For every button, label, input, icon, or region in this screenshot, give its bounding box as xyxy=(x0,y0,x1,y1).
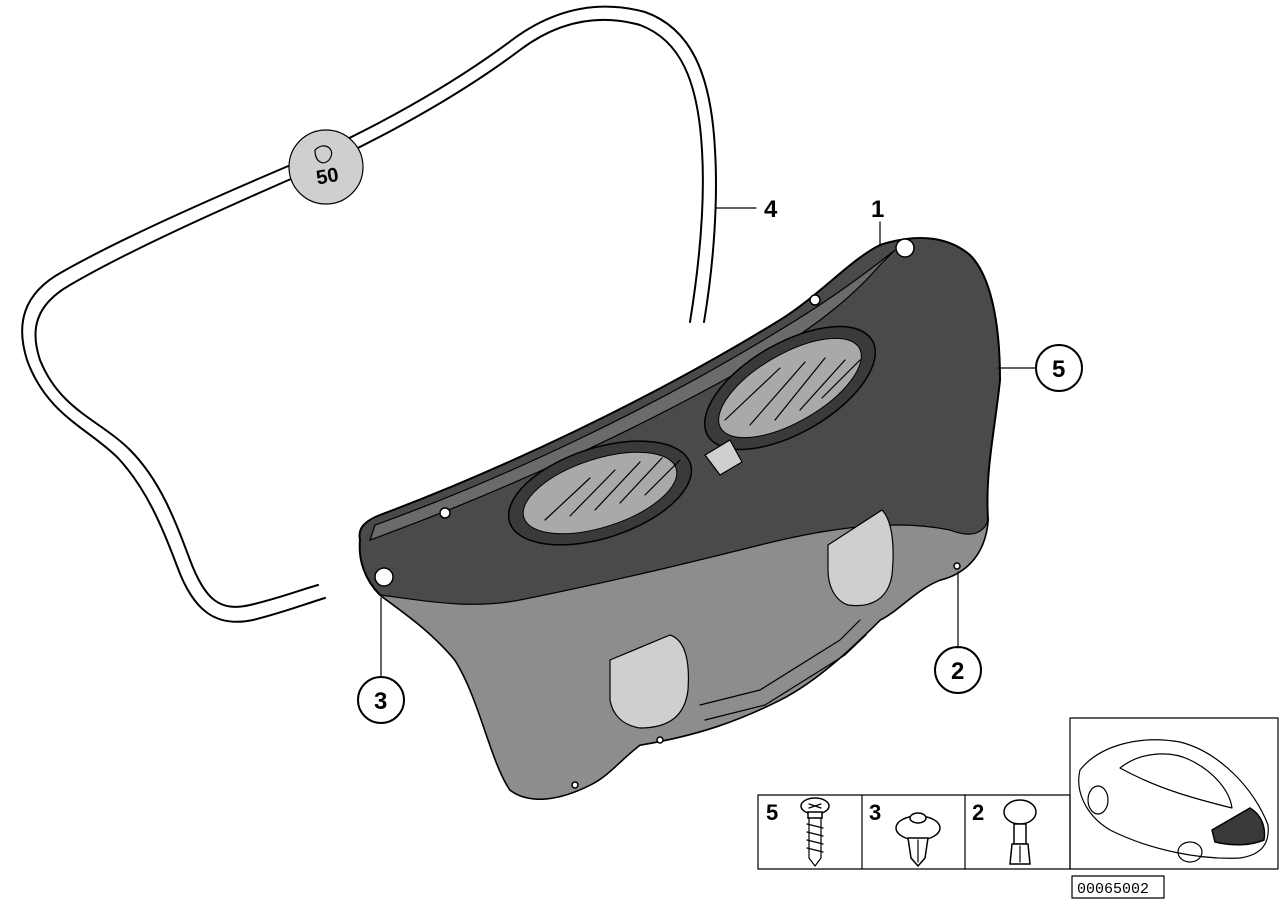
seal-badge-label: 50 xyxy=(315,164,341,190)
fastener-5-number: 5 xyxy=(766,800,778,825)
trunk-seal-drawing: 50 xyxy=(21,5,717,623)
callout-3-circle xyxy=(357,676,405,724)
fastener-3-number: 3 xyxy=(869,800,881,825)
highlighted-trunk-lid xyxy=(1211,807,1266,846)
document-number-box: 00065002 xyxy=(1071,875,1165,899)
push-clip-icon xyxy=(1003,799,1037,865)
document-number: 00065002 xyxy=(1077,881,1149,898)
expanding-rivet-icon xyxy=(895,812,941,868)
callout-2: 2 xyxy=(934,646,982,694)
callout-3-label: 3 xyxy=(374,688,387,715)
callout-1-label: 1 xyxy=(871,196,884,223)
callout-1: 1 xyxy=(871,196,884,223)
fastener-table: 5 3 2 xyxy=(757,794,1071,870)
leader-lines xyxy=(380,207,1037,677)
callout-4-label: 4 xyxy=(764,196,778,223)
callout-5-circle xyxy=(1035,344,1083,392)
callout-2-label: 2 xyxy=(951,658,964,685)
callout-2-circle xyxy=(934,646,982,694)
callout-5: 5 xyxy=(1035,344,1083,392)
callout-5-label: 5 xyxy=(1052,356,1065,383)
callout-4: 4 xyxy=(764,196,778,223)
tab-lower xyxy=(609,634,690,729)
tab-right xyxy=(827,509,894,607)
seal-badge-icon xyxy=(288,129,364,205)
trunk-lid-trim-panel xyxy=(358,237,1001,801)
car-locator-thumbnail xyxy=(1069,717,1279,870)
screw-icon xyxy=(800,797,830,867)
callout-3: 3 xyxy=(357,676,405,724)
fastener-2-number: 2 xyxy=(972,800,984,825)
